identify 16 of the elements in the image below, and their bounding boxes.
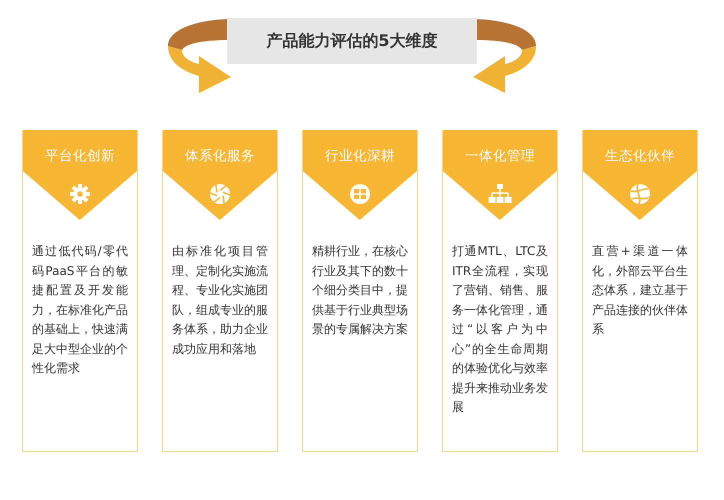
dimension-card <box>302 130 418 452</box>
dimension-card <box>582 130 698 452</box>
card-description: 打通MTL、LTC及ITR全流程，实现了营销、销售、服务一体化管理，通过“以客户为中心”的全生命周期的体验优化与效率提升来推动业务发展 <box>452 243 548 416</box>
card-description: 精耕行业，在核心行业及其下的数十个细分类目中，提供基于行业典型场景的专属解决方案 <box>312 243 408 338</box>
dimension-card <box>442 130 558 452</box>
card-heading: 平台化创新 <box>44 147 116 165</box>
card-heading: 行业化深耕 <box>324 147 396 165</box>
dimension-card <box>22 130 138 452</box>
dimension-card <box>162 130 278 452</box>
card-heading: 生态化伙伴 <box>604 147 676 165</box>
card-heading: 一体化管理 <box>464 147 536 165</box>
card-description: 直营+渠道一体化，外部云平台生态体系，建立基于产品连接的伙伴体系 <box>592 243 688 338</box>
card-heading: 体系化服务 <box>184 147 256 165</box>
diagram-title: 产品能力评估的5大维度 <box>266 30 438 52</box>
card-description: 由标准化项目管理、定制化实施流程、专业化实施团队，组成专业的服务体系，助力企业成功应用和落地 <box>172 243 268 358</box>
card-description: 通过低代码/零代码PaaS平台的敏捷配置及开发能力，在标准化产品的基础上，快速满足大中型企业的个性化需求 <box>32 243 128 377</box>
